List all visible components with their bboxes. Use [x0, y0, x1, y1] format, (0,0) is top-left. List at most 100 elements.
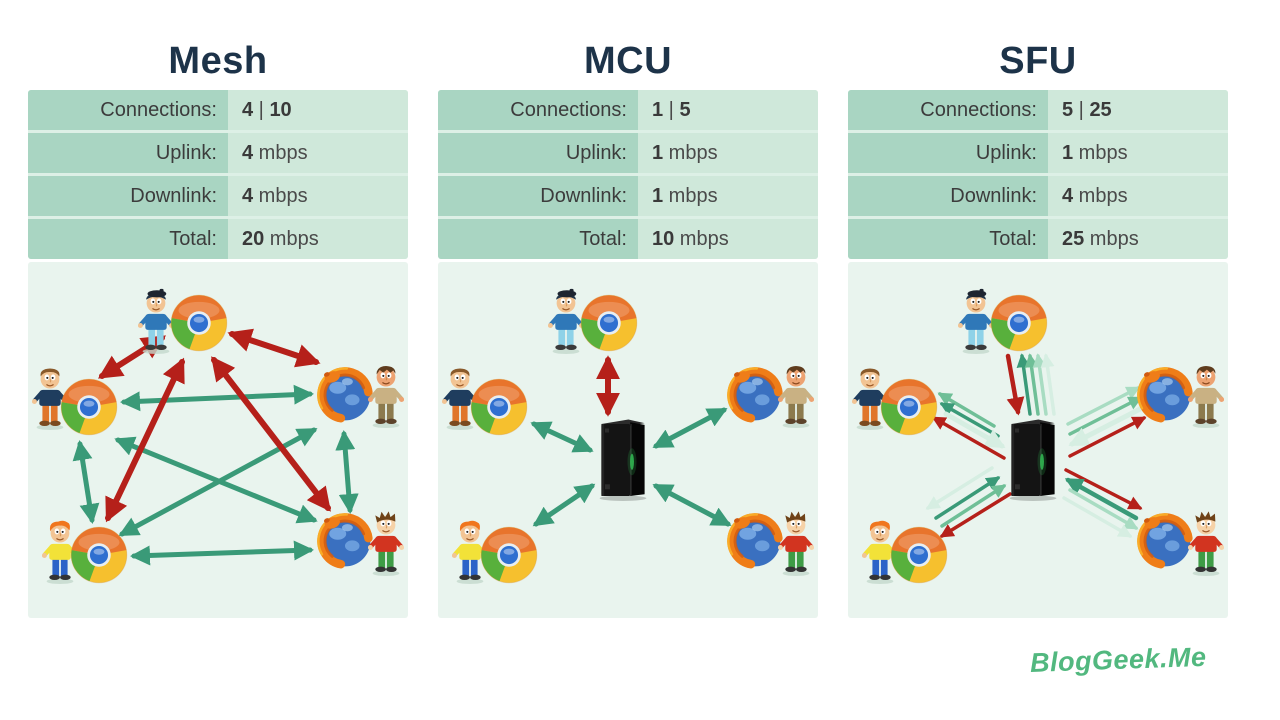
row-label: Downlink: [438, 176, 638, 216]
row-value: 1 mbps [638, 176, 818, 216]
row-value: 1 mbps [1048, 133, 1228, 173]
table-row: Downlink: 4 mbps [848, 176, 1228, 216]
sfu-bottomleft-uplink-med [940, 484, 1007, 528]
client-node-right [309, 359, 404, 432]
client-node-left [442, 368, 528, 436]
sfu-left-downlink-med [937, 392, 996, 428]
mcu-diagram-panel [438, 262, 818, 618]
firefox-browser-icon [1129, 505, 1202, 578]
mcu-link-left-server-green [530, 421, 594, 453]
table-row: Total: 10 mbps [438, 219, 818, 259]
column-mcu: MCU Connections: 1 | 5 Uplink: 1 mbps Do… [438, 0, 818, 618]
column-mesh: Mesh Connections: 4 | 10 Uplink: 4 mbps … [28, 0, 408, 618]
sfu-bottomright-downlink-red [1064, 468, 1143, 510]
sfu-bottomleft-downlink-palest [925, 466, 994, 510]
table-row: Uplink: 4 mbps [28, 133, 408, 173]
firefox-browser-icon [719, 359, 792, 432]
row-label: Connections: [848, 90, 1048, 130]
firefox-browser-icon [719, 505, 792, 578]
table-row: Connections: 4 | 10 [28, 90, 408, 130]
row-label: Downlink: [28, 176, 228, 216]
row-label: Connections: [28, 90, 228, 130]
row-value: 4 | 10 [228, 90, 408, 130]
sfu-left-downlink-dark [939, 402, 1000, 438]
row-label: Total: [438, 219, 638, 259]
sfu-top-downlink-palest [1040, 353, 1056, 416]
row-value: 1 mbps [638, 133, 818, 173]
sfu-bottomleft-uplink-dark [934, 476, 1001, 520]
sfu-diagram-panel [848, 262, 1228, 618]
table-row: Total: 25 mbps [848, 219, 1228, 259]
client-node-bottomleft [862, 521, 948, 584]
client-node-bottomleft [452, 521, 538, 584]
mesh-title: Mesh [168, 40, 268, 82]
mcu-stats-table: Connections: 1 | 5 Uplink: 1 mbps Downli… [438, 90, 818, 259]
firefox-browser-icon [309, 359, 382, 432]
mcu-link-bottomright-server-green [652, 483, 732, 527]
client-node-left [852, 368, 938, 436]
client-node-top [548, 289, 638, 354]
client-node-top [138, 289, 228, 354]
column-sfu: SFU Connections: 5 | 25 Uplink: 1 mbps D… [848, 0, 1228, 618]
chrome-browser-icon [890, 526, 948, 584]
mesh-link-left-bottomleft-green [72, 440, 100, 524]
sfu-top-uplink-red [1005, 353, 1025, 416]
row-value: 1 | 5 [638, 90, 818, 130]
row-label: Uplink: [848, 133, 1048, 173]
mesh-diagram [28, 262, 408, 618]
chrome-browser-icon [470, 378, 528, 436]
person-kid-icon [368, 511, 404, 576]
person-kid-icon [1188, 511, 1224, 576]
chrome-browser-icon [480, 526, 538, 584]
person-man-icon [778, 366, 814, 428]
chrome-browser-icon [170, 294, 228, 352]
table-row: Uplink: 1 mbps [848, 133, 1228, 173]
sfu-top-downlink-dark [1016, 353, 1032, 416]
person-kid-icon [778, 511, 814, 576]
row-label: Uplink: [28, 133, 228, 173]
sfu-diagram [848, 262, 1228, 618]
client-node-bottomright [719, 505, 814, 578]
row-label: Downlink: [848, 176, 1048, 216]
sfu-left-uplink-palest [943, 411, 1006, 449]
row-label: Total: [28, 219, 228, 259]
client-node-left [32, 368, 118, 436]
sfu-right-downlink-pale [1066, 386, 1141, 426]
client-node-bottomright [309, 505, 404, 578]
mcu-link-right-server-green [652, 407, 728, 449]
sfu-title: SFU [999, 40, 1077, 82]
chrome-browser-icon [60, 378, 118, 436]
sfu-bottomleft-downlink-red [939, 492, 1012, 538]
row-label: Total: [848, 219, 1048, 259]
sfu-right-uplink-palest [1068, 405, 1145, 447]
sfu-bottomright-downlink-pale [1068, 488, 1139, 530]
firefox-browser-icon [309, 505, 382, 578]
person-beret-icon [548, 289, 584, 354]
mesh-stats-table: Connections: 4 | 10 Uplink: 4 mbps Downl… [28, 90, 408, 259]
sfu-stats-table: Connections: 5 | 25 Uplink: 1 mbps Downl… [848, 90, 1228, 259]
mcu-server-icon [599, 419, 647, 501]
row-value: 4 mbps [228, 133, 408, 173]
row-value: 25 mbps [1048, 219, 1228, 259]
table-row: Downlink: 1 mbps [438, 176, 818, 216]
row-value: 10 mbps [638, 219, 818, 259]
chrome-browser-icon [880, 378, 938, 436]
row-value: 5 | 25 [1048, 90, 1228, 130]
mesh-link-top-bottomleft-red [105, 357, 185, 523]
mcu-link-bottomleft-server-green [532, 483, 596, 527]
table-row: Downlink: 4 mbps [28, 176, 408, 216]
sfu-top-downlink-pale [1032, 353, 1048, 416]
mesh-link-left-right-green [120, 384, 314, 412]
mesh-link-top-bottomright-red [211, 356, 331, 512]
mesh-link-bottomleft-right-green [118, 427, 318, 537]
person-man-icon [1188, 366, 1224, 428]
table-row: Connections: 1 | 5 [438, 90, 818, 130]
mcu-title: MCU [583, 40, 673, 82]
table-row: Total: 20 mbps [28, 219, 408, 259]
sfu-left-downlink-red [931, 416, 1006, 460]
client-node-bottomright [1129, 505, 1224, 578]
table-row: Uplink: 1 mbps [438, 133, 818, 173]
mesh-link-right-bottomright-green [335, 430, 359, 514]
person-beret-icon [958, 289, 994, 354]
